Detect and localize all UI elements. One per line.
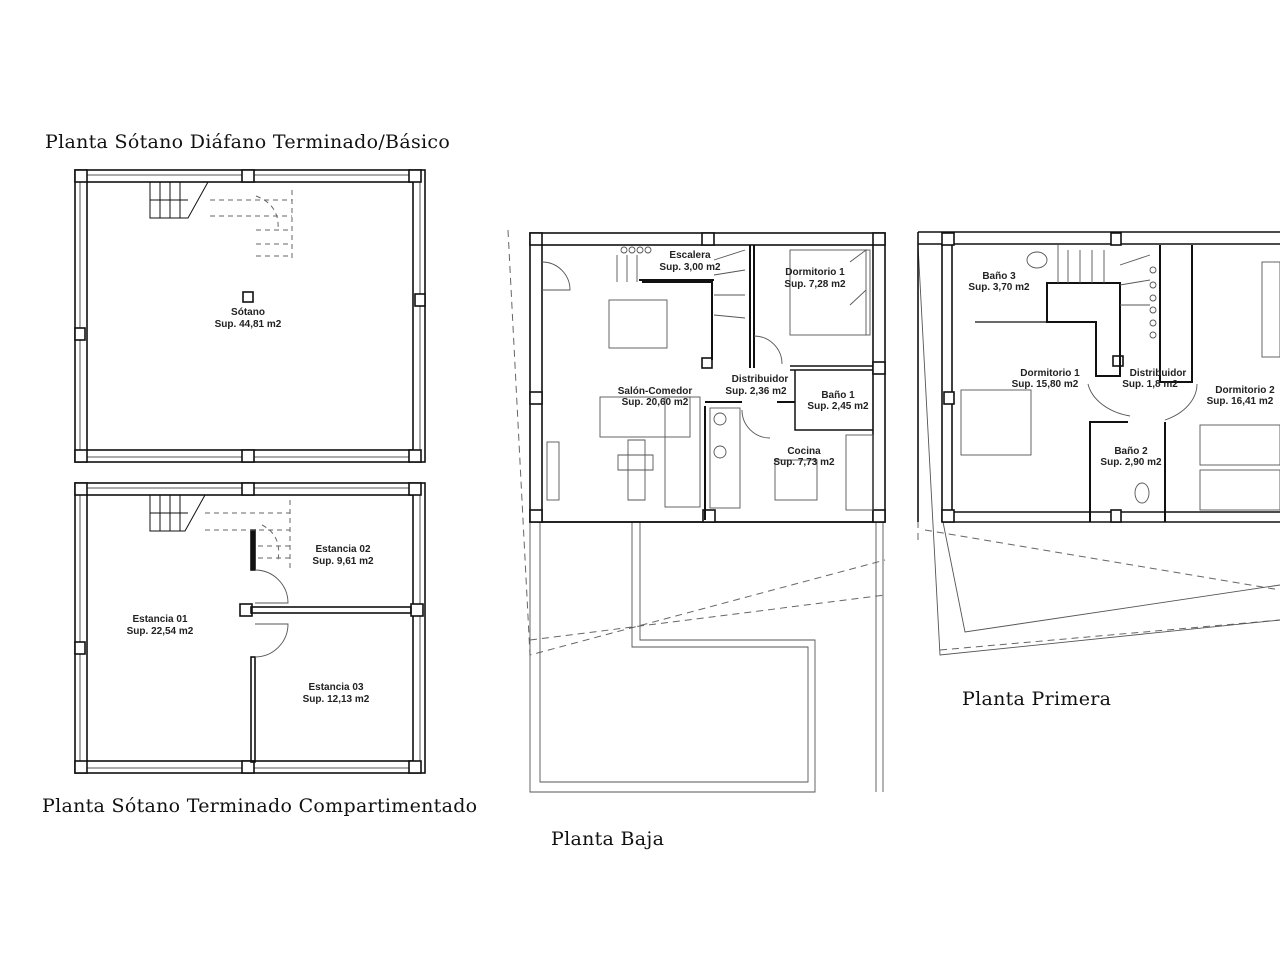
- room-area: Sup. 44,81 m2: [215, 319, 282, 330]
- staircase: [149, 494, 291, 570]
- room-name: Dormitorio 1: [785, 267, 845, 278]
- plan-title: Planta Baja: [551, 828, 664, 850]
- plan-title: Planta Sótano Terminado Compartimentado: [42, 795, 477, 817]
- room-area: Sup. 20,60 m2: [622, 397, 689, 408]
- room-name: Salón-Comedor: [618, 386, 693, 397]
- room-area: Sup. 15,80 m2: [1012, 379, 1079, 390]
- room-name: Dormitorio 1: [1020, 368, 1080, 379]
- plan-sotano-diafano: Planta Sótano Diáfano Terminado/Básico S…: [45, 131, 450, 463]
- columns: [74, 482, 424, 774]
- room-area: Sup. 22,54 m2: [127, 626, 194, 637]
- room-name: Estancia 03: [308, 682, 363, 693]
- furniture: [960, 251, 1280, 511]
- room-area: Sup. 2,36 m2: [725, 386, 787, 397]
- columns: [941, 232, 1124, 523]
- room-area: Sup. 12,13 m2: [303, 694, 370, 705]
- plan-planta-baja: Escalera Sup. 3,00 m2 Dormitorio 1 Sup. …: [507, 229, 886, 850]
- plan-title: Planta Primera: [962, 688, 1111, 710]
- room-name: Cocina: [787, 446, 821, 457]
- room-name: Distribuidor: [732, 374, 789, 385]
- room-name: Estancia 01: [132, 614, 187, 625]
- room-name: Escalera: [669, 250, 711, 261]
- room-area: Sup. 9,61 m2: [312, 556, 374, 567]
- room-name: Baño 2: [1114, 446, 1148, 457]
- columns: [529, 232, 886, 523]
- room-area: Sup. 7,28 m2: [784, 279, 846, 290]
- room-name: Baño 3: [982, 271, 1016, 282]
- room-name: Distribuidor: [1130, 368, 1187, 379]
- room-area: Sup. 2,90 m2: [1100, 457, 1162, 468]
- room-name: Dormitorio 2: [1215, 385, 1275, 396]
- columns: [74, 169, 426, 463]
- room-area: Sup. 16,41 m2: [1207, 396, 1274, 407]
- interior-walls: [541, 245, 873, 520]
- room-name: Sótano: [231, 307, 265, 318]
- room-area: Sup. 3,70 m2: [968, 282, 1030, 293]
- room-area: Sup. 3,00 m2: [659, 262, 721, 273]
- room-name: Baño 1: [821, 390, 855, 401]
- plan-planta-primera: Baño 3 Sup. 3,70 m2 Dormitorio 1 Sup. 15…: [917, 231, 1280, 710]
- terrace: [529, 522, 884, 793]
- furniture: [546, 246, 874, 511]
- room-name: Estancia 02: [315, 544, 370, 555]
- interior-walls: [975, 245, 1198, 522]
- room-area: Sup. 7,73 m2: [773, 457, 835, 468]
- staircase: [149, 181, 293, 258]
- room-area: Sup. 2,45 m2: [807, 401, 869, 412]
- stair-steps: [616, 246, 746, 319]
- interior-walls: [250, 529, 412, 763]
- room-area: Sup. 1,8 m2: [1122, 379, 1178, 390]
- plan-title: Planta Sótano Diáfano Terminado/Básico: [45, 131, 450, 153]
- plan-sotano-compartimentado: Estancia 02 Sup. 9,61 m2 Estancia 01 Sup…: [42, 482, 477, 817]
